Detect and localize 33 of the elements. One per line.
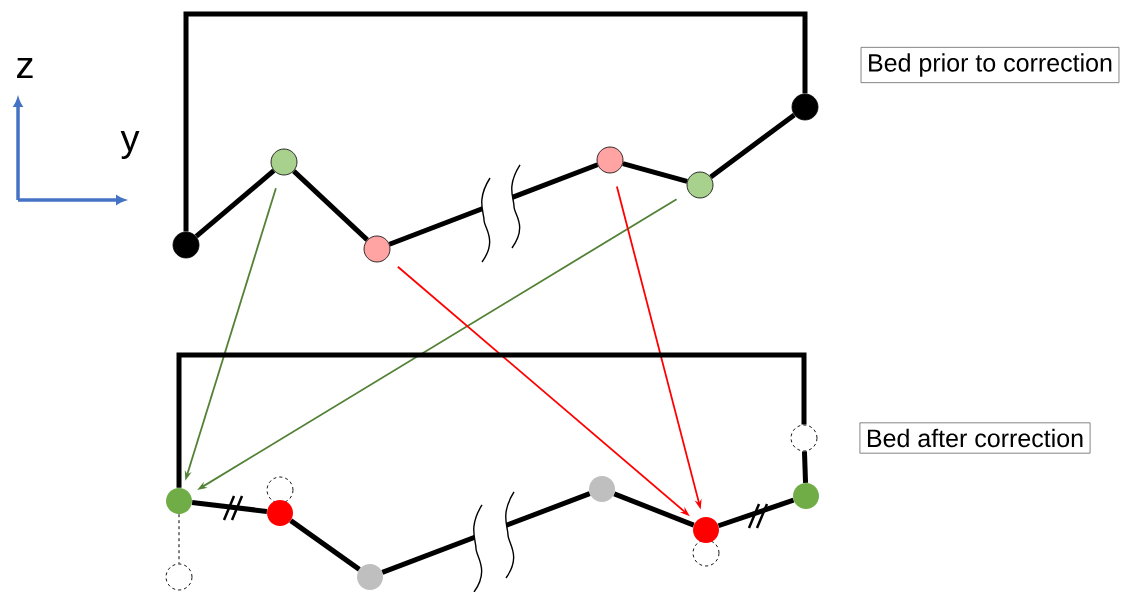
line: [801, 451, 809, 483]
dashed-circle: [692, 539, 720, 567]
circle-marker: [596, 146, 624, 174]
line: [289, 518, 361, 572]
dashed-line: [178, 513, 180, 565]
dashed-circle: [165, 563, 193, 591]
line: [717, 497, 795, 529]
line: [191, 500, 268, 514]
axis-label: z: [17, 57, 33, 79]
text-box: Bed after correction: [859, 422, 1091, 454]
circle-marker: [793, 483, 819, 509]
line: [613, 491, 695, 528]
circle-marker: [791, 93, 819, 121]
line: [176, 352, 807, 488]
circle-marker: [589, 476, 615, 502]
line: [622, 161, 688, 184]
circle-marker: [267, 500, 293, 526]
dashed-circle: [266, 476, 294, 504]
circle-marker: [686, 171, 714, 199]
circle-marker: [693, 517, 719, 543]
line: [292, 169, 369, 242]
circle-marker: [166, 488, 192, 514]
circle-marker: [172, 231, 200, 259]
circle-marker: [357, 564, 383, 590]
circle-marker: [363, 235, 391, 263]
line: [388, 162, 599, 247]
text-box: Bed prior to correction: [860, 46, 1120, 84]
circle-marker: [270, 148, 298, 176]
line: [194, 168, 276, 239]
dashed-circle: [790, 424, 818, 452]
axis-label: y: [120, 131, 140, 159]
line: [709, 113, 796, 179]
line: [183, 11, 808, 232]
